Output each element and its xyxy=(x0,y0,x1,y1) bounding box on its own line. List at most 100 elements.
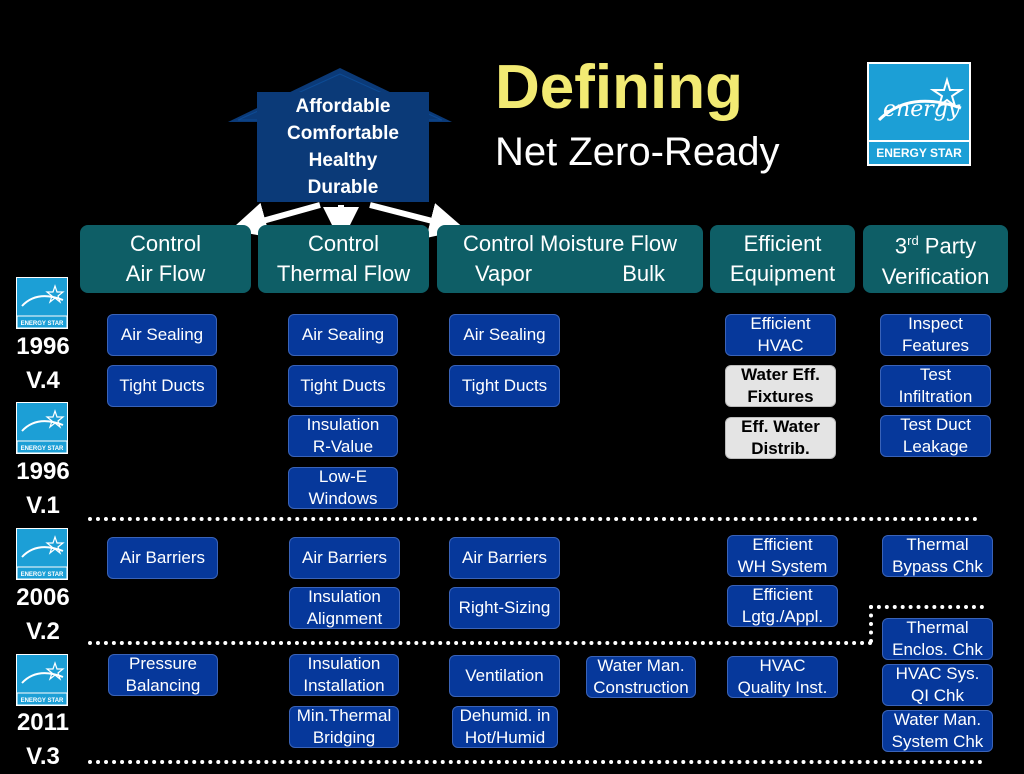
box-text: Dehumid. in xyxy=(459,706,551,725)
box-text: Low-E xyxy=(318,467,368,486)
box-text: System Chk xyxy=(891,732,984,751)
pillar-sub-labels: Vapor Bulk xyxy=(475,259,665,289)
box-text: Bypass Chk xyxy=(892,557,983,576)
energy-star-mark: ENERGY STAR xyxy=(16,661,68,706)
box-right-sizing: Right-Sizing xyxy=(449,587,560,629)
energy-star-mark: ENERGY STAR xyxy=(16,409,68,454)
divider-v2-v3 xyxy=(869,605,873,643)
box-text: Min.Thermal xyxy=(296,706,392,725)
pillar-rest: Party xyxy=(918,233,977,259)
box-text: Thermal xyxy=(906,618,969,637)
box-text: Construction xyxy=(593,678,689,697)
version-year: 2006 xyxy=(16,584,70,611)
box-text: Thermal xyxy=(906,535,969,554)
house-line: Affordable xyxy=(295,96,391,117)
pillar-moisture-flow: Control Moisture Flow Vapor Bulk xyxy=(437,225,703,293)
pillar-thermal-flow: Control Thermal Flow xyxy=(258,225,429,293)
box-air-barriers: Air Barriers xyxy=(449,537,560,579)
logo-label: ENERGY STAR xyxy=(21,698,64,704)
box-text: Alignment xyxy=(306,609,383,628)
box-text: Water Man. xyxy=(893,710,982,729)
box-text: Enclos. Chk xyxy=(892,640,983,659)
logo-script: energy xyxy=(883,97,961,122)
box-air-barriers: Air Barriers xyxy=(107,537,218,579)
box-text: Efficient xyxy=(752,535,813,554)
box-text: HVAC xyxy=(757,336,804,355)
box-text: Air Sealing xyxy=(120,325,204,344)
box-text: Windows xyxy=(308,489,378,508)
pillar-equipment: Efficient Equipment xyxy=(710,225,855,293)
box-text: QI Chk xyxy=(911,686,964,705)
box-text: Lgtg./Appl. xyxy=(741,607,824,626)
box-hvac-qi-chk: HVAC Sys. QI Chk xyxy=(882,664,993,706)
box-text: Installation xyxy=(303,676,385,695)
pillar-line: Control Moisture Flow xyxy=(463,231,677,256)
page-title: Defining xyxy=(495,53,743,122)
box-text: Eff. Water xyxy=(741,417,820,436)
box-tight-ducts: Tight Ducts xyxy=(107,365,217,407)
version-year: 1996 xyxy=(16,458,70,485)
pillar-bulk: Bulk xyxy=(622,261,665,286)
box-air-sealing: Air Sealing xyxy=(107,314,217,356)
box-low-e-windows: Low-E Windows xyxy=(288,467,398,509)
pillar-air-flow: Control Air Flow xyxy=(80,225,251,293)
house-line: Durable xyxy=(307,177,379,198)
box-text: Infiltration xyxy=(898,387,973,406)
box-text: Quality Inst. xyxy=(737,678,828,697)
house-box: Affordable Comfortable Healthy Durable xyxy=(257,92,429,202)
pillar-line: Thermal Flow xyxy=(276,261,411,286)
box-text: Tight Ducts xyxy=(461,376,548,395)
house-line: Comfortable xyxy=(287,123,399,144)
box-water-man-system: Water Man. System Chk xyxy=(882,710,993,752)
house-arrows xyxy=(230,202,466,243)
box-text: Air Barriers xyxy=(301,548,387,567)
pillar-line: Efficient xyxy=(743,231,822,256)
page-subtitle: Net Zero-Ready xyxy=(495,130,780,174)
box-text: Water Eff. xyxy=(741,365,820,384)
logo-label: ENERGY STAR xyxy=(21,321,64,327)
box-text: Insulation xyxy=(306,415,380,434)
house-line: Healthy xyxy=(308,150,378,171)
box-ventilation: Ventilation xyxy=(449,655,560,697)
energy-star-icon: energy xyxy=(877,76,965,122)
box-text: Tight Ducts xyxy=(300,376,386,395)
version-label: 1996 V.1 xyxy=(8,455,78,523)
box-text: HVAC Sys. xyxy=(895,664,980,683)
version-year: 1996 xyxy=(16,333,70,360)
box-text: Leakage xyxy=(902,437,969,456)
box-text: Fixtures xyxy=(747,387,814,406)
energy-star-mark: ENERGY STAR xyxy=(16,535,68,580)
box-text: Balancing xyxy=(125,676,201,695)
box-text: Hot/Humid xyxy=(464,728,546,747)
divider-bottom xyxy=(88,760,983,764)
version-number: V.4 xyxy=(26,367,60,394)
box-text: Inspect xyxy=(908,314,963,333)
pillar-line: 3rd Party xyxy=(895,226,976,261)
version-number: V.3 xyxy=(26,743,60,770)
version-number: V.2 xyxy=(26,618,60,645)
box-text: Bridging xyxy=(312,728,376,747)
box-text: Insulation xyxy=(308,587,381,606)
box-text: WH System xyxy=(737,557,828,576)
pillar-num: 3 xyxy=(894,233,908,259)
box-tight-ducts: Tight Ducts xyxy=(449,365,560,407)
logo-label: ENERGY STAR xyxy=(21,446,64,452)
energy-star-logo: energy ENERGY STAR xyxy=(867,62,971,166)
arrow-right xyxy=(369,202,466,238)
box-text: Water Man. xyxy=(597,656,685,675)
box-text: Insulation xyxy=(307,654,381,673)
pillar-vapor: Vapor xyxy=(475,261,533,286)
box-air-barriers: Air Barriers xyxy=(289,537,400,579)
box-dehumid-hot-humid: Dehumid. in Hot/Humid xyxy=(452,706,558,748)
logo-label: ENERGY STAR xyxy=(869,140,969,164)
